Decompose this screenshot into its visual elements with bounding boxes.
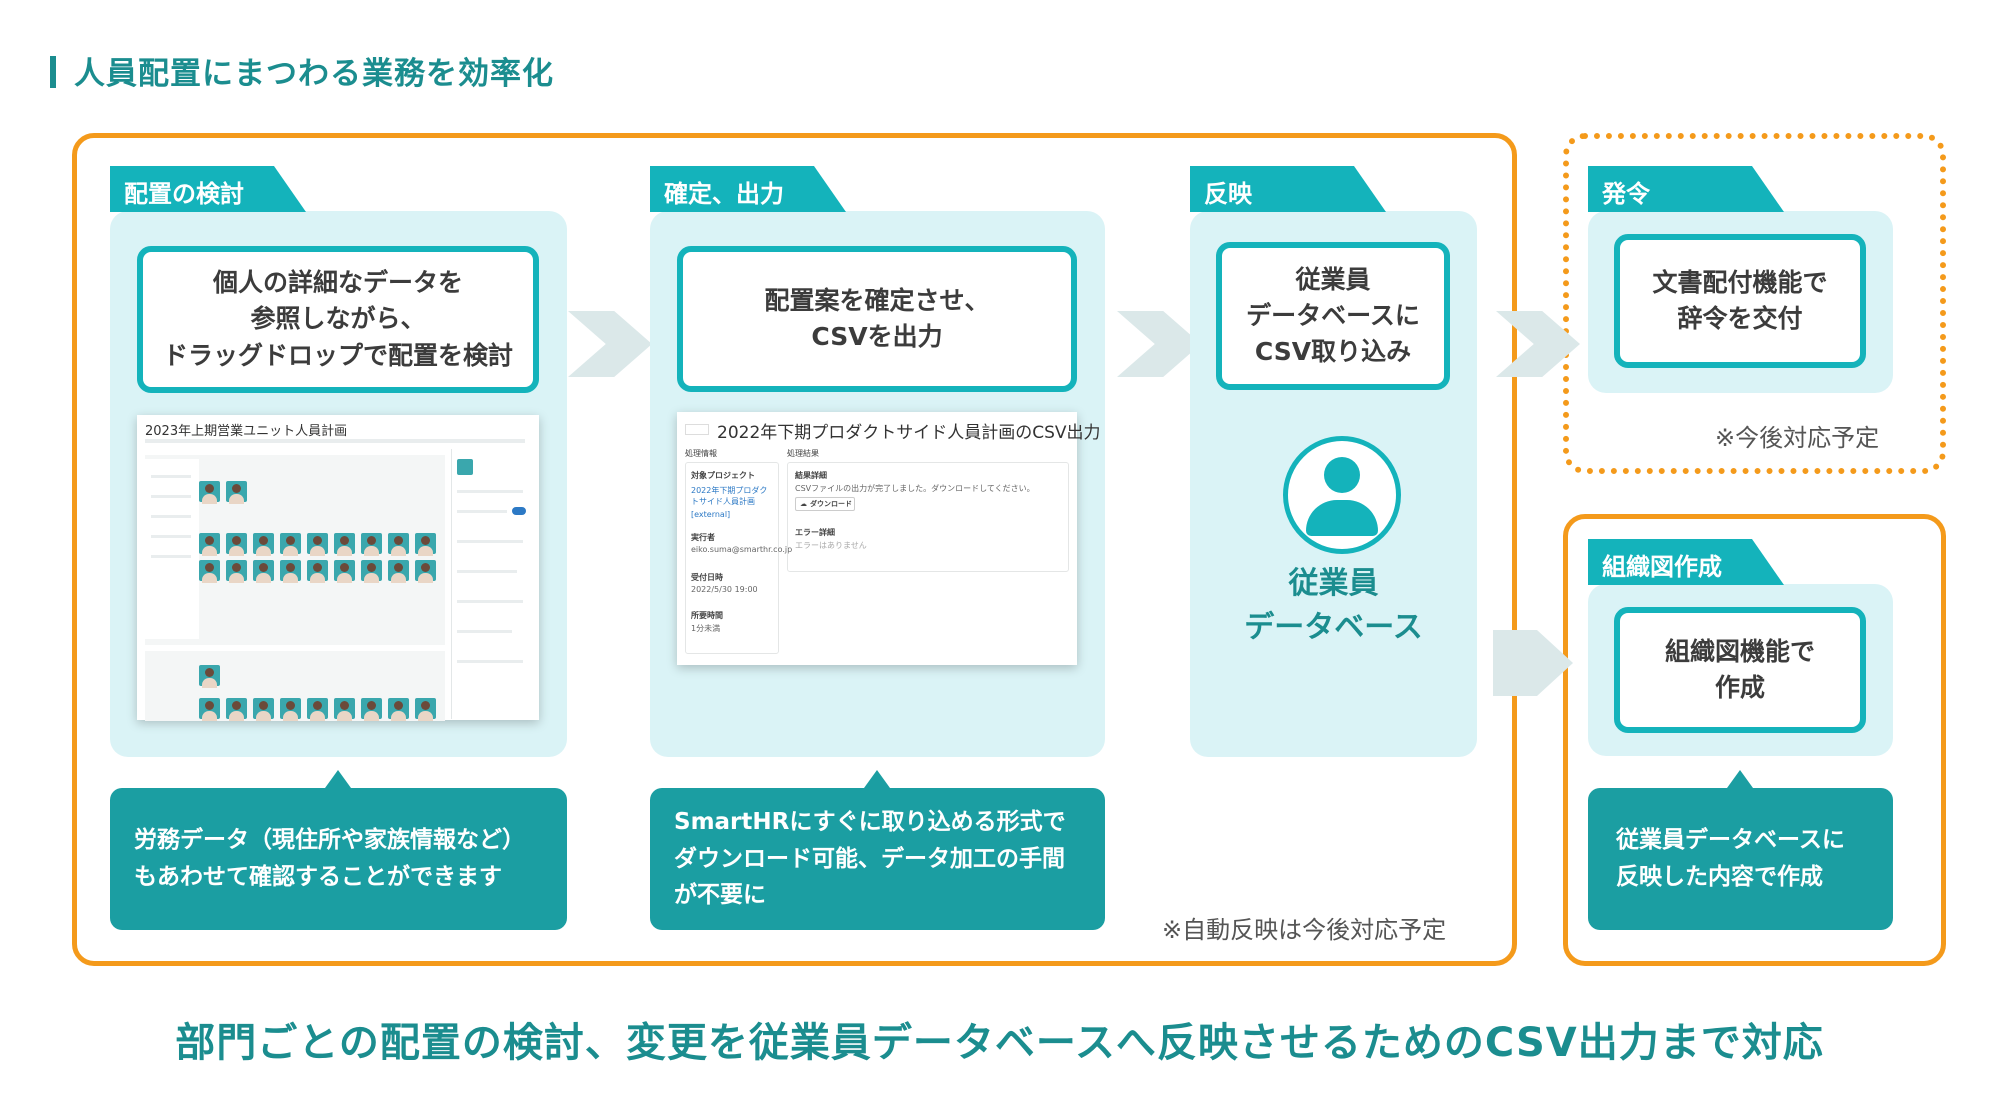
reflect-box: 従業員 データベースに CSV取り込み — [1216, 242, 1450, 390]
avatar-row-top — [199, 481, 247, 504]
consider-callout-pointer — [325, 770, 351, 788]
person-icon — [1283, 436, 1401, 554]
executor-label: 実行者 — [691, 533, 715, 542]
page-heading: 人員配置にまつわる業務を効率化 — [74, 56, 554, 92]
confirm-callout-pointer — [864, 770, 890, 788]
duration-label: 所要時間 — [691, 611, 723, 620]
main-flow-frame — [72, 133, 1517, 966]
export-title: 2022年下期プロダクトサイド人員計画のCSV出力 — [717, 423, 1101, 443]
executor-value: eiko.suma@smarthr.co.jp — [691, 545, 793, 554]
consider-box: 個人の詳細なデータを 参照しながら、 ドラッグドロップで配置を検討 — [137, 246, 539, 393]
planning-screenshot: 2023年上期営業ユニット人員計画 — [137, 415, 539, 721]
orgchart-box: 組織図機能で 作成 — [1614, 607, 1866, 733]
reflect-tab: 反映 — [1190, 166, 1386, 212]
csv-export-screenshot: 2022年下期プロダクトサイド人員計画のCSV出力 処理情報 処理結果 対象プロ… — [677, 412, 1101, 665]
download-button[interactable]: ☁ ダウンロード — [795, 497, 855, 511]
confirm-callout: SmartHRにすぐに取り込める形式で ダウンロード可能、データ加工の手間 が不… — [650, 788, 1105, 930]
error-label: エラー詳細 — [795, 528, 835, 537]
confirm-box: 配置案を確定させ、 CSVを出力 — [677, 246, 1077, 392]
orgchart-tab: 組織図作成 — [1588, 539, 1784, 585]
error-text: エラーはありません — [795, 541, 867, 550]
avatar-grid-main — [199, 533, 436, 583]
future-appoint-frame — [1563, 133, 1946, 474]
consider-tab: 配置の検討 — [110, 166, 306, 212]
project-tag: [external] — [691, 510, 731, 519]
duration-value: 1分未満 — [691, 624, 721, 633]
download-icon: ☁ — [800, 500, 807, 508]
consider-callout: 労務データ（現住所や家族情報など） もあわせて確認することができます — [110, 788, 567, 930]
footer-summary: 部門ごとの配置の検討、変更を従業員データベースへ反映させるためのCSV出力まで対… — [175, 1020, 1824, 1066]
flow-arrow-4 — [1493, 630, 1573, 696]
appoint-tab: 発令 — [1588, 166, 1784, 212]
screenshot1-title: 2023年上期営業ユニット人員計画 — [145, 424, 348, 439]
result-label: 結果詳細 — [795, 471, 827, 480]
appoint-future-note: ※今後対応予定 — [1715, 424, 1880, 452]
download-label: ダウンロード — [810, 500, 852, 508]
project-label: 対象プロジェクト — [691, 471, 755, 480]
confirm-tab: 確定、出力 — [650, 166, 846, 212]
employee-db-label: 従業員 データベース — [1244, 566, 1423, 645]
date-label: 受付日時 — [691, 573, 723, 582]
appoint-box: 文書配付機能で 辞令を交付 — [1614, 234, 1866, 368]
orgchart-callout-pointer — [1727, 770, 1753, 788]
detail-sidebar — [451, 449, 533, 719]
section-info: 処理情報 — [685, 449, 717, 458]
heading-accent-bar — [50, 56, 56, 88]
section-result: 処理結果 — [787, 449, 819, 458]
result-text: CSVファイルの出力が完了しました。ダウンロードしてください。 — [795, 484, 1035, 493]
auto-reflect-note: ※自動反映は今後対応予定 — [1162, 916, 1447, 944]
project-link[interactable]: 2022年下期プロダクトサイド人員計画 — [691, 486, 768, 507]
orgchart-frame — [1563, 514, 1946, 966]
orgchart-callout: 従業員データベースに 反映した内容で作成 — [1588, 788, 1893, 930]
date-value: 2022/5/30 19:00 — [691, 585, 758, 594]
